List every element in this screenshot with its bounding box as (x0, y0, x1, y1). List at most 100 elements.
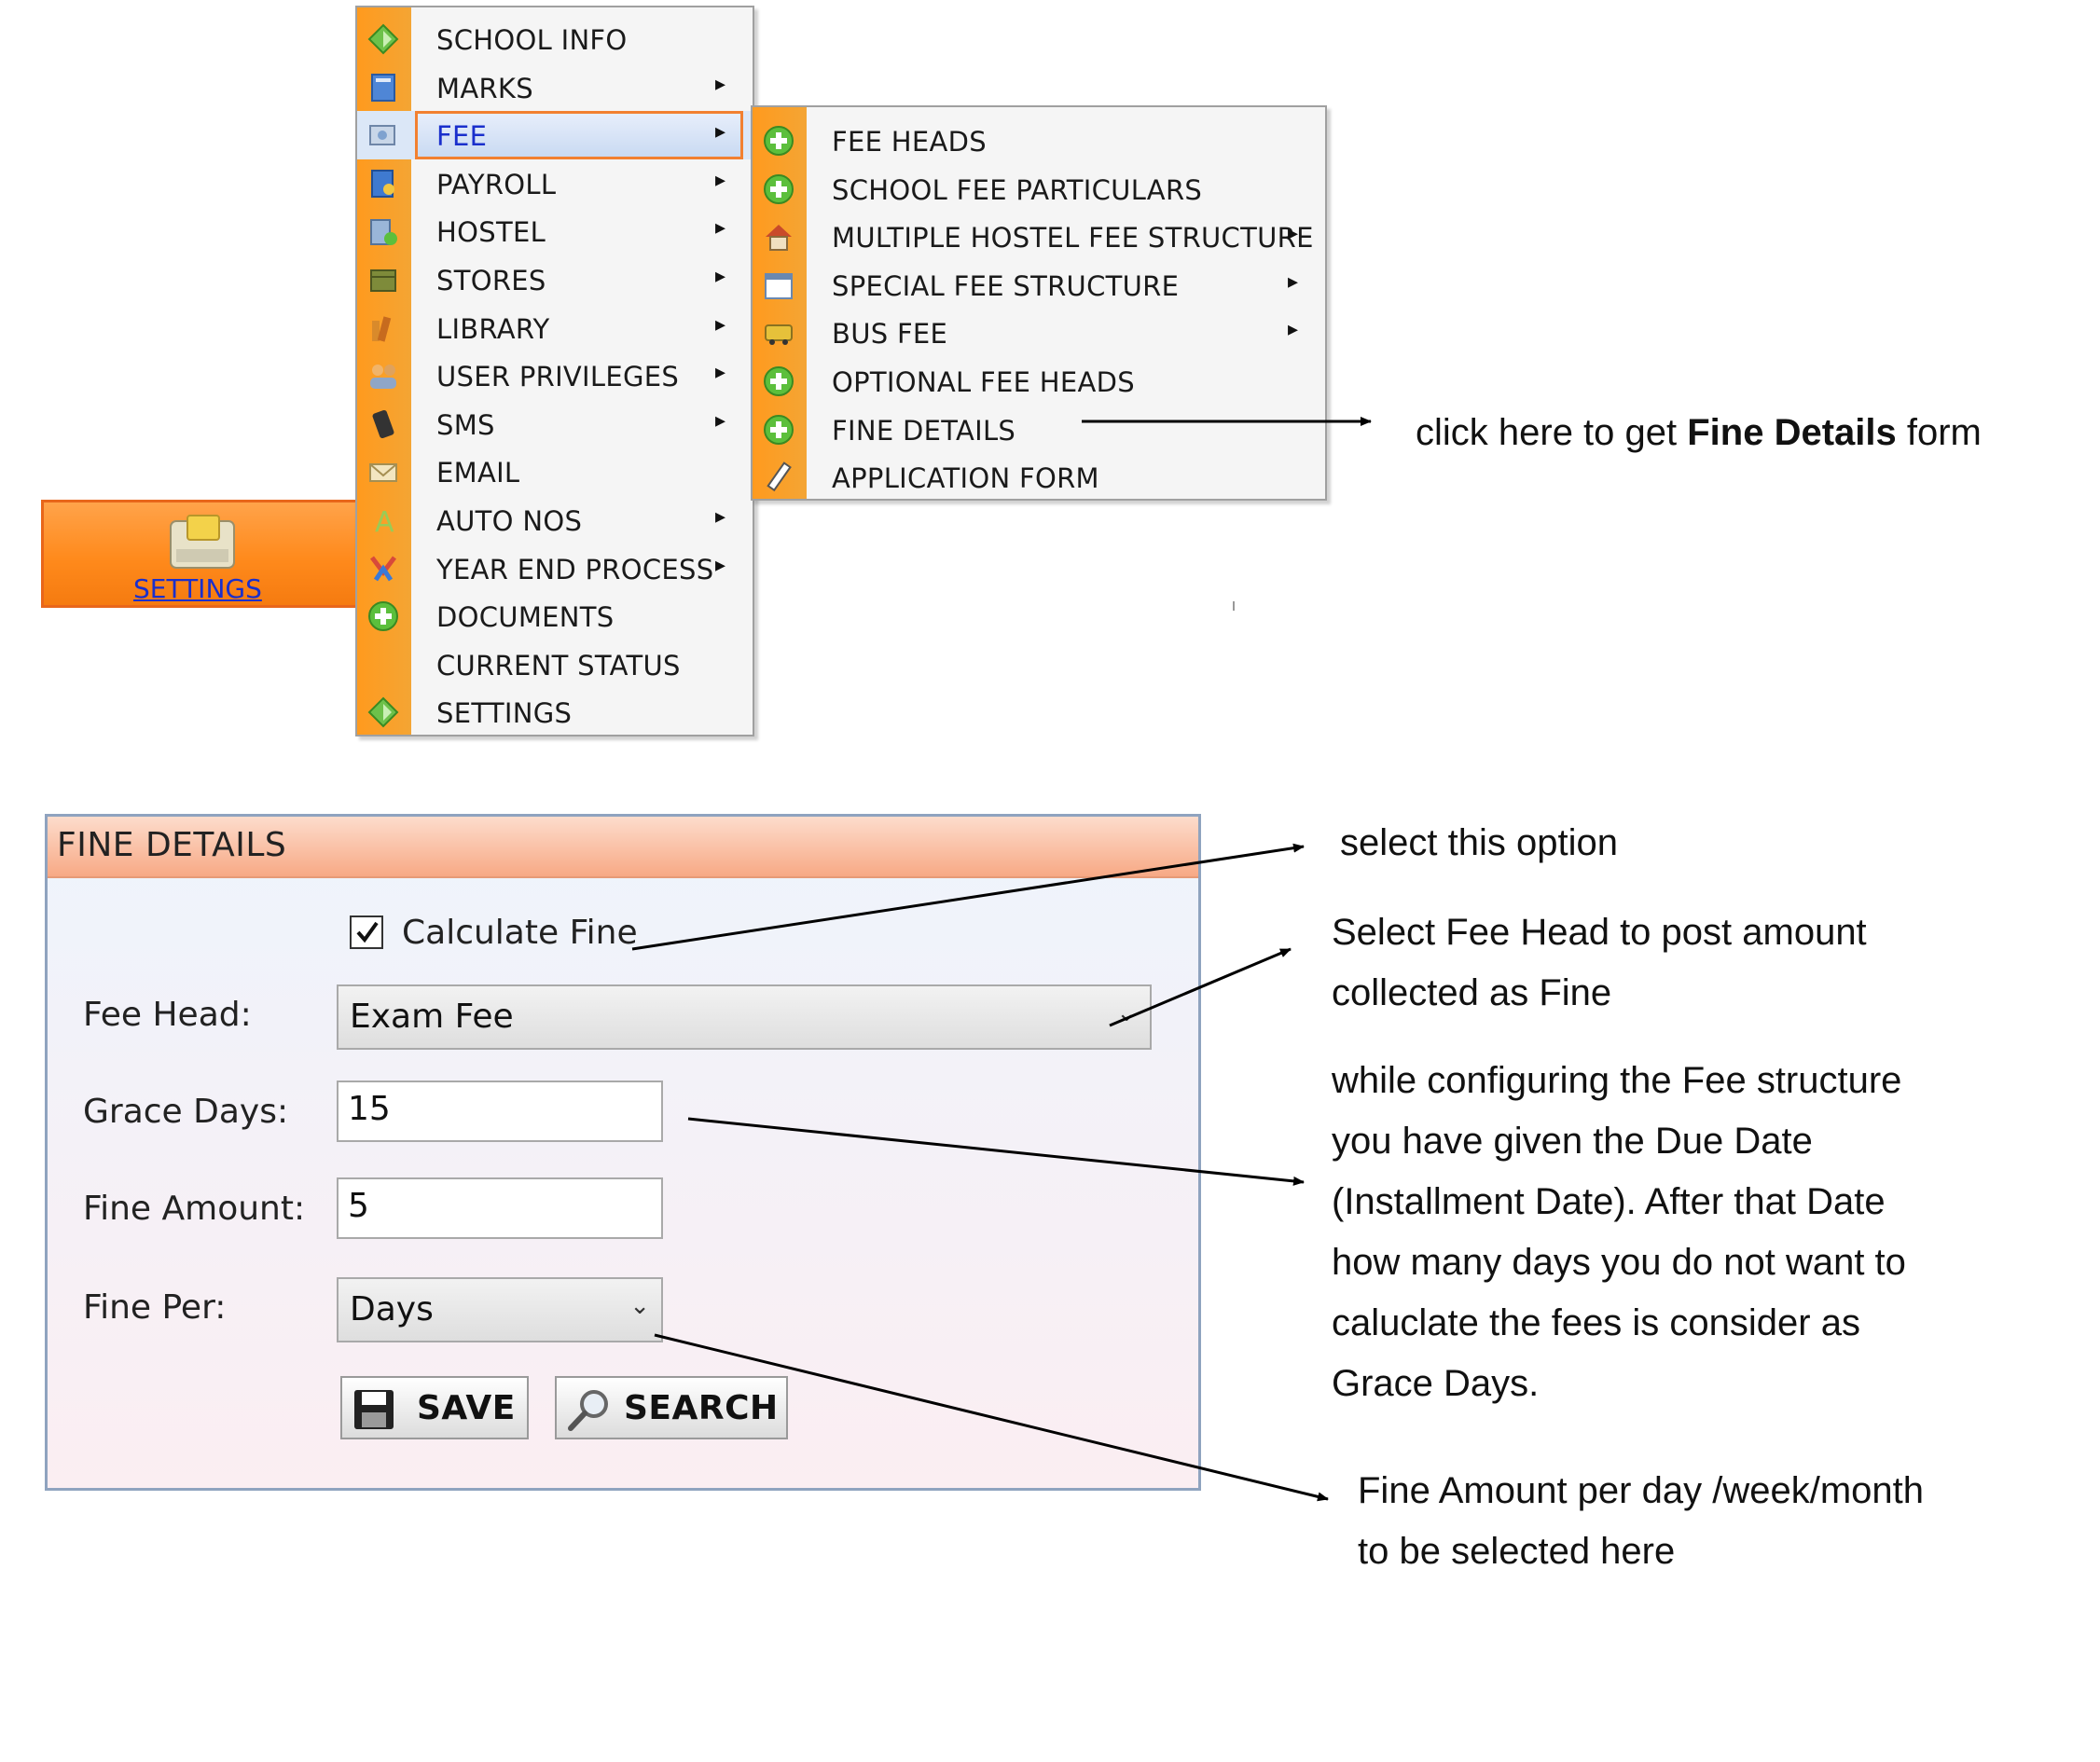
save-button[interactable]: SAVE (340, 1376, 529, 1439)
menu-item-user-privileges[interactable]: USER PRIVILEGES ▸ (357, 351, 753, 400)
note-click-suffix: form (1896, 412, 1982, 453)
pencil-icon (767, 461, 792, 492)
menu-item-payroll[interactable]: PAYROLL▸ (357, 159, 753, 208)
fee-head-note-line: Select Fee Head to post amount (1332, 912, 1867, 953)
menu-item-library[interactable]: LIBRARY ▸ (357, 304, 753, 352)
menu-item-label: FINE DETAILS (832, 414, 1016, 447)
menu-item-sms[interactable]: SMS ▸ (357, 400, 753, 448)
house-icon (766, 225, 792, 252)
settings-toolbar-button[interactable]: SETTINGS ▾ (41, 500, 366, 608)
grace-note-line: you have given the Due Date (1332, 1121, 1813, 1162)
green-plus-icon (764, 126, 794, 156)
phone-icon (372, 409, 394, 438)
submenu-arrow-icon: ▸ (715, 361, 726, 385)
fine-per-note-line: to be selected here (1358, 1531, 1676, 1572)
floppy-disk-icon (354, 1390, 394, 1429)
fine-details-panel: FINE DETAILS Calculate Fine Fee Head: Ex… (45, 814, 1201, 1491)
menu-item-label: STORES (436, 265, 546, 296)
fee-menu-item-multiple-hostel-fee-structure[interactable]: MULTIPLE HOSTEL FEE STRUCTURE▸ (753, 213, 1325, 261)
menu-item-year-end-process[interactable]: YEAR END PROCESS▸ (357, 544, 753, 593)
book-icon (371, 73, 395, 102)
bus-icon (765, 324, 793, 346)
submenu-arrow-icon: ▸ (715, 72, 726, 96)
menu-item-label: HOSTEL (436, 216, 546, 249)
menu-item-label: SCHOOL INFO (436, 24, 628, 56)
menu-item-stores[interactable]: STORES ▸ (357, 255, 753, 304)
grace-note-line: how many days you do not want to (1332, 1242, 1906, 1283)
fee-menu-item-application-form[interactable]: APPLICATION FORM (753, 453, 1325, 502)
grace-note-line: caluclate the fees is consider as (1332, 1302, 1860, 1343)
fine-per-value: Days (350, 1290, 434, 1328)
menu-item-email[interactable]: EMAIL (357, 447, 753, 496)
fine-amount-label: Fine Amount: (83, 1190, 306, 1228)
menu-item-label: USER PRIVILEGES (436, 361, 680, 393)
submenu-arrow-icon: ▸ (715, 265, 726, 288)
submenu-arrow-icon: ▸ (715, 505, 726, 529)
building-icon (370, 219, 397, 246)
menu-item-hostel[interactable]: HOSTEL▸ (357, 207, 753, 255)
submenu-arrow-icon: ▸ (715, 168, 726, 192)
search-button[interactable]: SEARCH (555, 1376, 788, 1439)
magnifier-icon (568, 1390, 608, 1431)
fee-menu-item-optional-fee-heads[interactable]: OPTIONAL FEE HEADS (753, 357, 1325, 406)
menu-item-label: YEAR END PROCESS (436, 553, 714, 585)
menu-item-label: FEE (436, 120, 488, 153)
fee-menu-item-fee-heads[interactable]: FEE HEADS (753, 117, 1325, 165)
users-icon (370, 365, 396, 390)
note-click-prefix: click here to get (1416, 412, 1688, 453)
settings-button-label: SETTINGS (133, 573, 262, 604)
fee-head-value: Exam Fee (350, 998, 514, 1036)
envelope-icon (369, 463, 397, 483)
menu-item-label: DOCUMENTS (436, 601, 615, 634)
select-option-note: select this option (1340, 822, 1618, 863)
submenu-arrow-icon: ▸ (715, 553, 726, 577)
grace-days-note: while configuring the Fee structure you … (1332, 1051, 1906, 1414)
menu-item-label: SCHOOL FEE PARTICULARS (832, 173, 1203, 206)
money-icon (369, 125, 395, 146)
menu-item-documents[interactable]: DOCUMENTS (357, 592, 753, 640)
menu-item-label: CURRENT STATUS (436, 649, 681, 681)
settings-icon (170, 515, 235, 569)
submenu-arrow-icon: ▸ (715, 312, 726, 337)
fine-per-note: Fine Amount per day /week/month to be se… (1358, 1461, 1924, 1582)
grace-days-input[interactable]: 15 (337, 1081, 663, 1142)
fee-menu-item-special-fee-structure[interactable]: SPECIAL FEE STRUCTURE▸ (753, 261, 1325, 310)
fee-submenu: FEE HEADS SCHOOL FEE PARTICULARS MULTIPLE … (751, 105, 1327, 501)
fee-menu-item-school-fee-particulars[interactable]: SCHOOL FEE PARTICULARS (753, 165, 1325, 213)
fee-menu-item-bus-fee[interactable]: BUS FEE ▸ (753, 309, 1325, 357)
menu-item-label: BUS FEE (832, 318, 948, 351)
menu-item-label: MULTIPLE HOSTEL FEE STRUCTURE (832, 222, 1314, 255)
menu-item-label: SMS (436, 408, 495, 441)
letter-a-icon: A (375, 506, 394, 537)
arrow-to-grace-note (687, 1117, 1305, 1186)
menu-item-label: MARKS (436, 72, 533, 104)
fine-per-select[interactable]: Days ⌄ (337, 1277, 663, 1342)
arrow-to-fine-per-note (654, 1333, 1329, 1502)
menu-item-label: LIBRARY (436, 312, 550, 345)
calculate-fine-label: Calculate Fine (402, 914, 638, 952)
fee-menu-item-fine-details[interactable]: FINE DETAILS (753, 406, 1325, 454)
fee-head-select[interactable]: Exam Fee ⌄ (337, 984, 1152, 1050)
green-plus-icon (764, 414, 794, 445)
books-icon (372, 316, 392, 342)
grace-note-line: Grace Days. (1332, 1363, 1540, 1404)
calendar-icon (765, 272, 793, 299)
arrow-to-select-note (631, 843, 1305, 951)
fine-per-note-line: Fine Amount per day /week/month (1358, 1470, 1924, 1511)
menu-item-fee[interactable]: FEE▸ (357, 111, 753, 160)
submenu-arrow-icon: ▸ (1288, 318, 1299, 342)
calculate-fine-checkbox[interactable] (350, 915, 383, 949)
menu-item-school-info[interactable]: SCHOOL INFO (357, 15, 753, 63)
menu-item-current-status[interactable]: CURRENT STATUS (357, 640, 753, 689)
note-click-bold: Fine Details (1687, 412, 1897, 453)
box-icon (370, 269, 396, 292)
payroll-book-icon (371, 169, 394, 198)
submenu-arrow-icon: ▸ (715, 408, 726, 433)
menu-item-settings[interactable]: SETTINGS (357, 688, 753, 736)
menu-item-marks[interactable]: MARKS ▸ (357, 63, 753, 112)
fine-amount-input[interactable]: 5 (337, 1177, 663, 1239)
panel-title: FINE DETAILS (57, 826, 287, 864)
menu-item-label: APPLICATION FORM (832, 462, 1099, 495)
